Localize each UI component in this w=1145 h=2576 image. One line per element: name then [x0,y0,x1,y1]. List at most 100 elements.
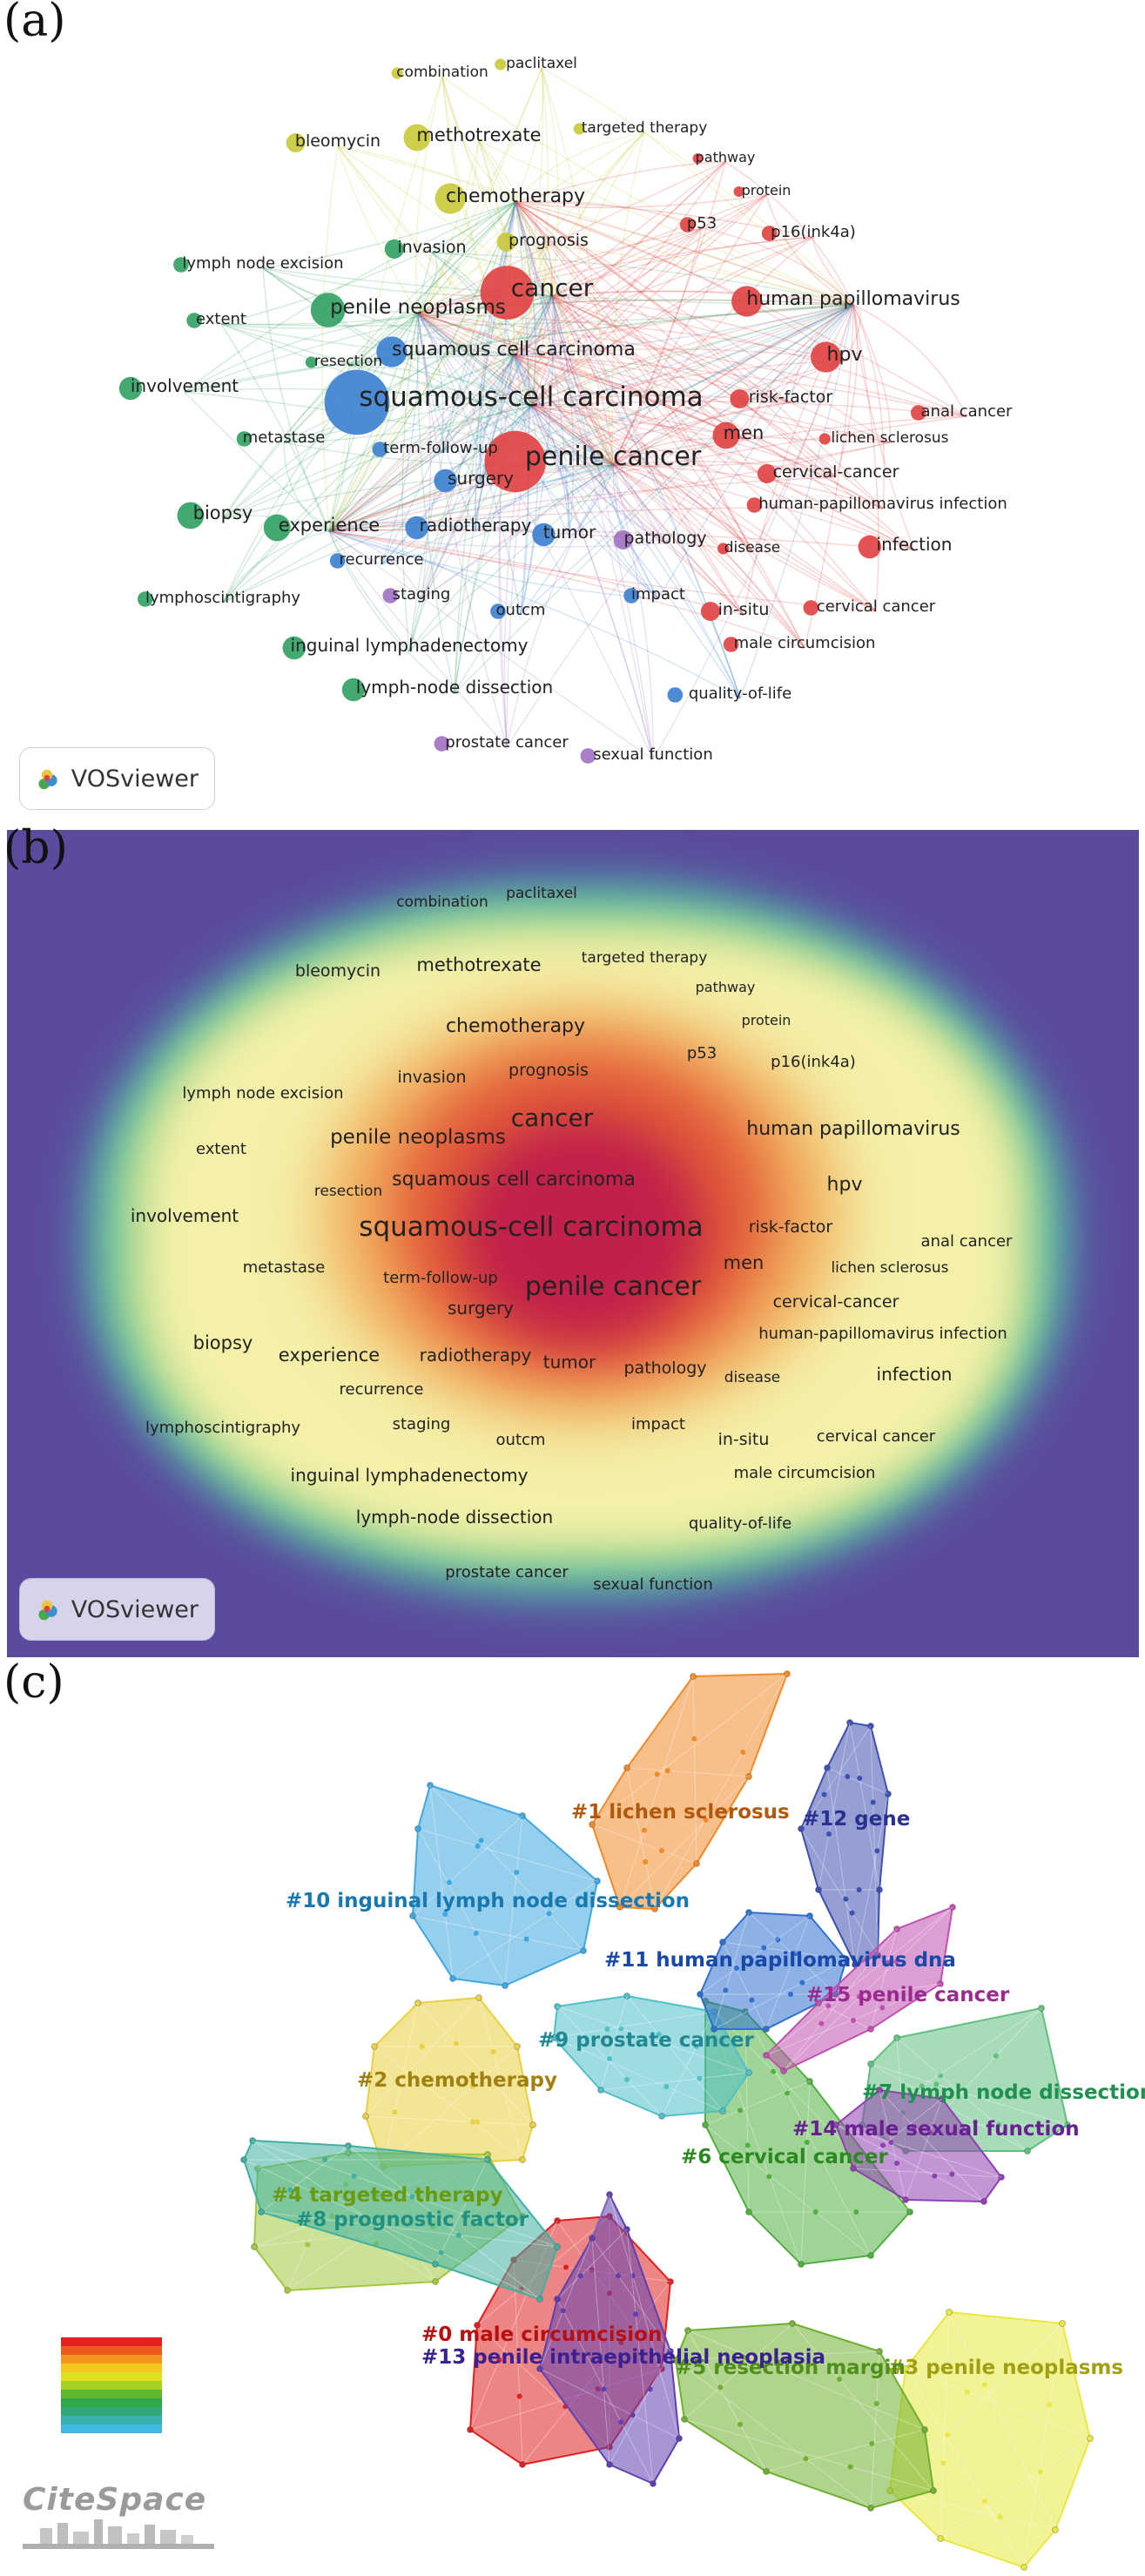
node-cervical-cancer[interactable] [757,464,777,483]
network-link [421,464,614,600]
network-link [530,405,805,649]
node-biopsy[interactable] [177,502,205,529]
node-infection[interactable] [858,535,881,559]
node-p16-ink4a[interactable] [761,226,778,241]
network-link [515,201,854,306]
network-link [551,295,744,616]
node-p53[interactable] [679,217,696,233]
node-invasion[interactable] [384,239,404,259]
node-staging[interactable] [382,588,399,604]
node-male-circumcision[interactable] [723,637,739,652]
node-squamous-cell-carcinoma[interactable] [324,369,390,435]
node-targeted-therapy[interactable] [573,123,585,135]
node-tumor[interactable] [532,523,556,547]
node-inguinal-lymphadenectomy[interactable] [282,636,306,660]
network-link [515,201,659,600]
cluster-node [647,2386,653,2392]
cluster-link [626,1767,750,1777]
cluster-15-penile-cancer[interactable] [763,1904,956,2074]
node-cancer[interactable] [480,266,535,320]
cluster-12-gene[interactable] [798,1719,892,1968]
cluster-5-resection-margin[interactable] [672,2320,937,2512]
node-lymph-node-dissection[interactable] [341,678,366,702]
node-term-follow-up[interactable] [372,442,388,457]
density-layer-core [460,1117,704,1344]
node-penile-neoplasms[interactable] [310,293,346,327]
label-hpv: hpv [827,344,863,366]
node-human-papillomavirus[interactable] [731,286,763,317]
network-link [220,323,330,532]
node-lymphoscintigraphy[interactable] [137,591,153,607]
node-lymph-node-excision[interactable] [173,257,189,273]
node-pathology[interactable] [613,530,633,550]
label-human-papillomavirus: human papillomavirus [746,288,960,310]
node-prostate-cancer[interactable] [434,736,450,752]
cluster-13-penile-intraepithelial-neoplasia[interactable] [536,2191,683,2487]
network-link [498,354,515,748]
node-prognosis[interactable] [496,233,516,252]
network-link [328,530,741,699]
network-link [478,140,614,466]
network-link [328,201,516,532]
node-penile-cancer[interactable] [484,430,546,493]
network-link [479,354,515,485]
node-cervical-cancer[interactable] [803,600,819,616]
cluster-2-chemotherapy[interactable] [362,1994,536,2170]
node-in-situ[interactable] [700,602,720,621]
cluster-9-prostate-cancer[interactable] [550,1993,752,2120]
cluster-link [619,1776,750,1908]
density-label-paclitaxel: paclitaxel [506,885,577,902]
network-link [551,194,767,297]
node-protein[interactable] [733,186,744,197]
cluster-1-lichen-sclerosus[interactable] [589,1670,791,1912]
cluster-11-human-papillomavirus-dna[interactable] [697,1909,850,2033]
node-anal-cancer[interactable] [910,405,926,421]
node-experience[interactable] [263,514,291,542]
node-extent[interactable] [186,313,202,328]
node-outcm[interactable] [490,604,506,619]
network-link [513,354,659,600]
node-involvement[interactable] [118,376,143,401]
node-combination[interactable] [391,67,403,79]
node-resection[interactable] [305,356,317,368]
node-lichen-sclerosus[interactable] [818,433,831,445]
network-link [417,313,614,466]
node-bleomycin[interactable] [286,133,306,152]
cluster-link [365,2115,534,2126]
cluster-link [722,1941,767,2030]
network-link [381,405,532,565]
cluster-link [692,1676,697,1865]
label-disease: disease [724,539,781,556]
node-metastase[interactable] [236,431,253,447]
cluster-10-inguinal-lymph-node-dissection[interactable] [409,1782,601,1989]
node-surgery[interactable] [434,469,457,493]
cluster-node [554,2243,561,2250]
cluster-node [775,1937,781,1943]
node-disease[interactable] [717,543,730,555]
cluster-8-prognostic-factor[interactable] [240,2137,561,2303]
cluster-node [826,1831,832,1837]
network-link [328,530,522,616]
node-radiotherapy[interactable] [405,516,428,540]
cluster-node [651,1905,658,1912]
cluster-14-male-sexual-function[interactable] [832,2087,1005,2205]
density-label-lymph-node-dissection: lymph-node dissection [356,1507,553,1527]
density-label-hpv: hpv [827,1174,863,1196]
node-sexual-function[interactable] [580,748,596,764]
node-impact[interactable] [623,588,639,604]
cluster-node [745,2208,752,2215]
cluster-node [697,1991,704,1998]
node-pathway[interactable] [692,153,704,164]
node-chemotherapy[interactable] [434,183,466,214]
node-paclitaxel[interactable] [495,58,507,71]
node-men[interactable] [712,421,740,449]
node-hpv[interactable] [811,341,842,373]
cluster-6-cervical-cancer[interactable] [702,1998,913,2268]
node-recurrence[interactable] [329,553,346,569]
node-risk-factor[interactable] [730,389,750,408]
node-squamous-cell-carcinoma[interactable] [376,336,407,368]
node-human-papillomavirus-infection[interactable] [746,497,763,513]
cluster-label-8-prognostic-factor: #8 prognostic factor [296,2208,529,2231]
node-quality-of-life[interactable] [667,687,684,703]
node-methotrexate[interactable] [403,124,431,152]
